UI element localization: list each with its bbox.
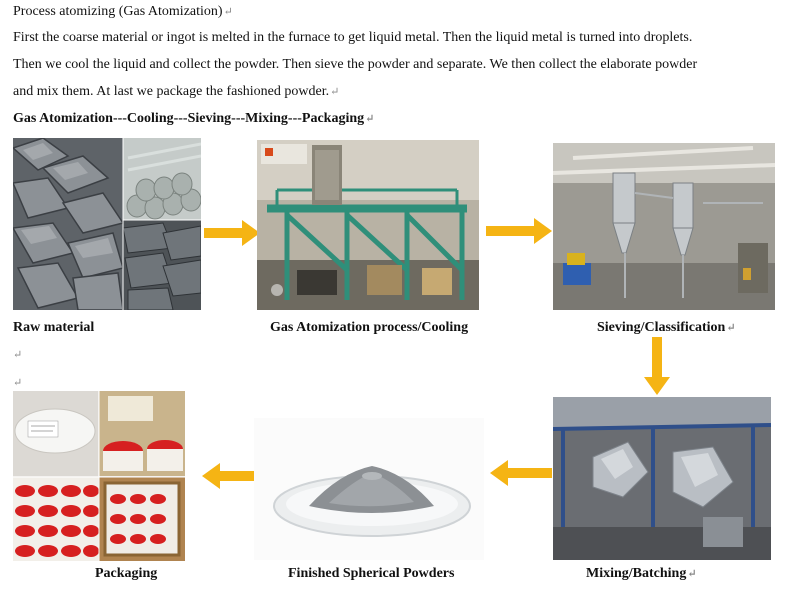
finished-powder-photo (254, 418, 484, 560)
packaging-photo (13, 391, 185, 561)
mixing-photo (553, 397, 771, 560)
arrow-down-icon (644, 337, 670, 400)
process-flow-line: Gas Atomization---Cooling---Sieving---Mi… (13, 110, 374, 128)
caption-finished-powders: Finished Spherical Powders (288, 566, 455, 581)
return-mark: ↵ (365, 113, 375, 125)
heading-line: Process atomizing (Gas Atomization)↵ (13, 3, 233, 21)
arrow-right-icon (204, 220, 260, 251)
heading: Process atomizing (Gas Atomization) (13, 4, 223, 19)
caption-gas-atomization: Gas Atomization process/Cooling (270, 320, 469, 335)
return-mark: ↵ (330, 86, 340, 98)
sieving-photo (553, 143, 775, 310)
gas-atomization-photo (257, 140, 479, 310)
arrow-left-icon (490, 460, 552, 491)
arrow-left-icon (202, 463, 254, 494)
paragraph-line-1: First the coarse material or ingot is me… (13, 30, 693, 45)
paragraph-text-3: and mix them. At last we package the fas… (13, 84, 330, 99)
caption-mixing-line: Mixing/Batching↵ (586, 566, 697, 582)
return-mark: ↵ (687, 568, 697, 580)
return-mark: ↵ (223, 6, 233, 18)
return-mark: ↵ (13, 377, 23, 389)
arrow-right-icon (486, 218, 552, 249)
caption-packaging: Packaging (95, 566, 158, 581)
raw-material-photo (13, 138, 201, 310)
paragraph-line-2: Then we cool the liquid and collect the … (13, 57, 698, 72)
caption-mixing: Mixing/Batching (586, 566, 687, 581)
return-mark: ↵ (726, 322, 736, 334)
caption-sieving: Sieving/Classification (597, 320, 726, 335)
paragraph-line-3: and mix them. At last we package the fas… (13, 83, 339, 101)
return-mark: ↵ (13, 349, 23, 361)
caption-raw-material: Raw material (13, 320, 95, 335)
caption-sieving-line: Sieving/Classification↵ (597, 320, 736, 336)
process-flow: Gas Atomization---Cooling---Sieving---Mi… (13, 111, 365, 126)
